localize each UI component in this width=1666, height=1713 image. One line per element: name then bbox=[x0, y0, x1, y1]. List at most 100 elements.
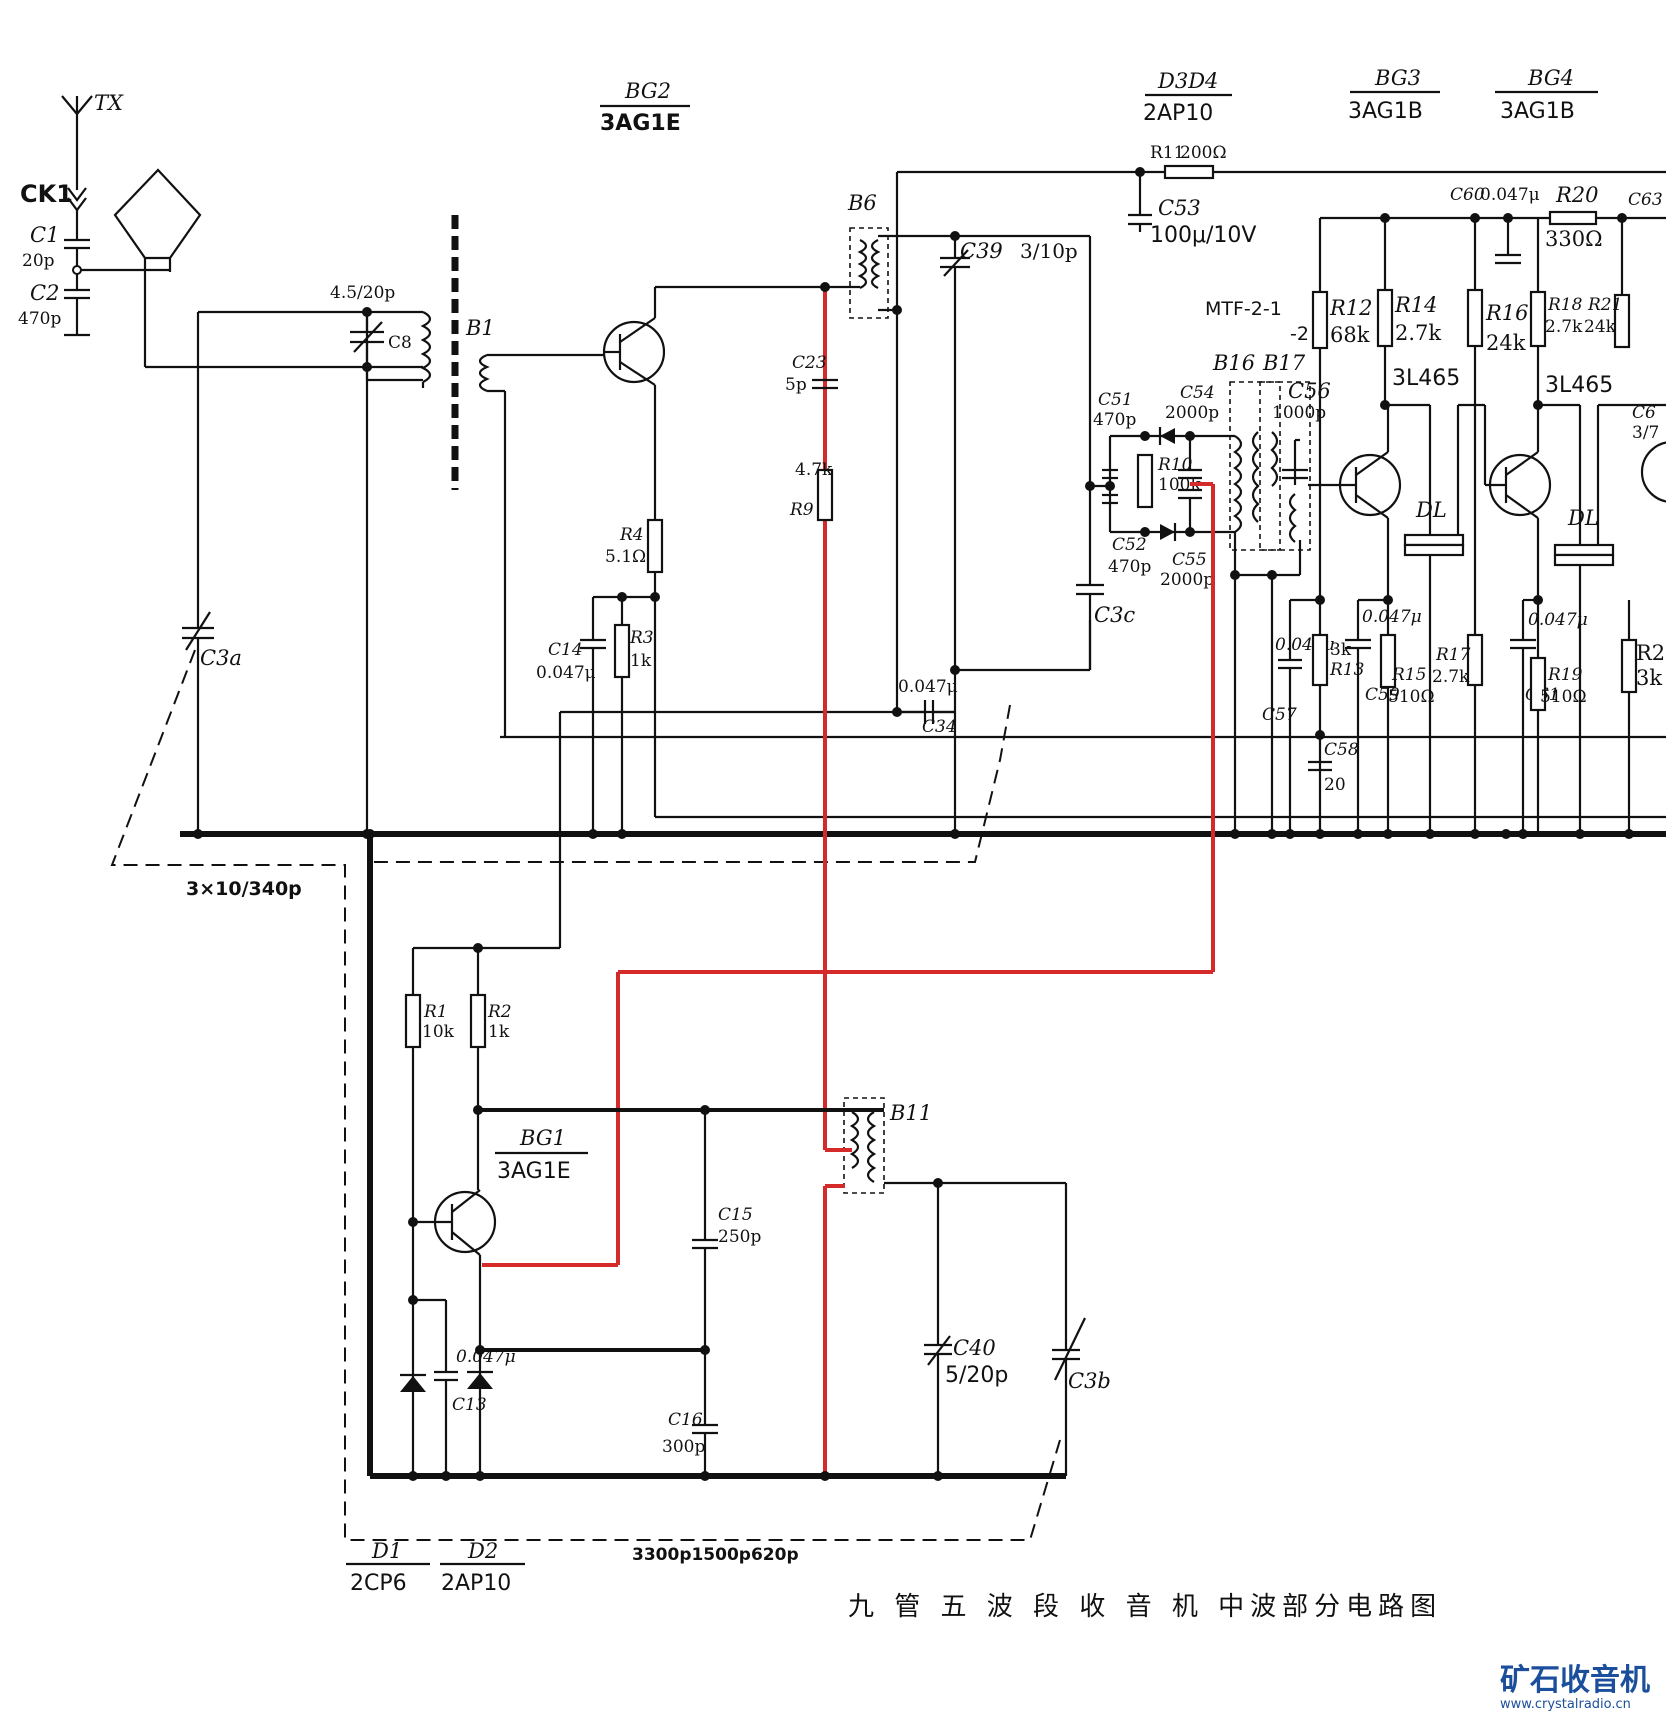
bg3-label: BG3 bbox=[1374, 66, 1421, 90]
coil-b6 bbox=[857, 239, 881, 289]
gang-value: 3×10/340p bbox=[186, 878, 302, 900]
c40-value: 5/20p bbox=[945, 1363, 1008, 1388]
b6-shield bbox=[849, 227, 889, 319]
r18-label: R18 bbox=[1547, 295, 1583, 315]
c3c-label: C3c bbox=[1094, 603, 1135, 627]
junction-dot bbox=[1383, 829, 1393, 839]
junction-dot bbox=[700, 1105, 710, 1115]
junction-dot bbox=[588, 829, 598, 839]
junction-dot bbox=[1575, 829, 1585, 839]
junction-dot bbox=[1140, 431, 1150, 441]
mtf-label: MTF-2-1 bbox=[1205, 298, 1282, 320]
trimmer-c39 bbox=[940, 236, 970, 670]
capacitor-c56 bbox=[1282, 468, 1308, 480]
r1-label: R1 bbox=[423, 1002, 448, 1022]
r3-value: 1k bbox=[630, 651, 652, 671]
r14-label: R14 bbox=[1394, 293, 1438, 317]
capacitor-c58 bbox=[1308, 760, 1332, 772]
d1-label: D1 bbox=[371, 1539, 402, 1563]
c52-label: C52 bbox=[1112, 535, 1147, 555]
c56-value: 1000p bbox=[1272, 403, 1326, 423]
capacitor-c55 bbox=[1178, 488, 1202, 500]
junction-dot bbox=[1085, 481, 1095, 491]
junction-dot bbox=[700, 1471, 710, 1481]
c56-label: C56 bbox=[1288, 379, 1331, 403]
c16-value: 300p bbox=[662, 1437, 705, 1457]
bg2-label: BG2 bbox=[624, 79, 671, 103]
trimmer-c8 bbox=[350, 312, 423, 382]
junction-dot bbox=[892, 707, 902, 717]
r12-label: R12 bbox=[1329, 296, 1373, 320]
junction-dot bbox=[1353, 829, 1363, 839]
junction-dot bbox=[362, 307, 372, 317]
r20-label: R20 bbox=[1555, 183, 1599, 207]
bg3-part: 3AG1B bbox=[1348, 99, 1423, 124]
ceramic-filter-dl1 bbox=[1403, 533, 1465, 557]
d1-part: 2CP6 bbox=[350, 1571, 407, 1596]
watermark-name: 矿石收音机 bbox=[1500, 1663, 1650, 1698]
r11-label: R11 bbox=[1150, 143, 1184, 163]
junction-dot bbox=[1470, 829, 1480, 839]
capacitor-c13 bbox=[434, 1300, 458, 1476]
r10-label: R10 bbox=[1157, 455, 1193, 475]
coil-b16 bbox=[1233, 431, 1260, 533]
jack-ck1-label: CK1 bbox=[20, 180, 73, 208]
c2-value: 470p bbox=[18, 309, 61, 329]
capacitor-c57 bbox=[1278, 658, 1302, 670]
transistor-bg1 bbox=[413, 1189, 497, 1256]
junction-dot bbox=[933, 1471, 943, 1481]
junction-dot bbox=[193, 829, 203, 839]
c53-label: C53 bbox=[1158, 196, 1201, 220]
junction-dot bbox=[950, 665, 960, 675]
c53-value: 100μ/10V bbox=[1150, 223, 1256, 248]
bg1-label: BG1 bbox=[519, 1126, 566, 1150]
c2-label: C2 bbox=[30, 281, 59, 305]
dl1-label: DL bbox=[1415, 498, 1447, 522]
junction-dot bbox=[441, 1471, 451, 1481]
junction-dot bbox=[1315, 595, 1325, 605]
r17-value: 2.7k bbox=[1432, 667, 1470, 687]
r21-value: 24k bbox=[1584, 317, 1617, 337]
junction-dot bbox=[1185, 527, 1195, 537]
junction-dot bbox=[408, 1471, 418, 1481]
junction-dot bbox=[1470, 213, 1480, 223]
capacitor-c53 bbox=[1128, 213, 1152, 232]
c57-label: C57 bbox=[1262, 705, 1297, 725]
c34-label: C34 bbox=[922, 717, 957, 737]
junction-dot bbox=[1503, 213, 1513, 223]
coil-b1-secondary bbox=[478, 353, 605, 737]
resistor-r9 bbox=[816, 468, 834, 522]
c13-label: C13 bbox=[452, 1395, 487, 1415]
junction-dot bbox=[892, 305, 902, 315]
c40-label: C40 bbox=[953, 1336, 996, 1360]
transistor-bg2 bbox=[602, 317, 666, 386]
r19-value: 510Ω bbox=[1540, 687, 1587, 707]
transistor-bg5-partial bbox=[1640, 441, 1666, 503]
c63-label: C63 bbox=[1628, 190, 1663, 210]
resistor-r3 bbox=[613, 623, 631, 834]
r21-label: R21 bbox=[1587, 295, 1622, 315]
junction-dot bbox=[475, 1345, 485, 1355]
c3a-label: C3a bbox=[200, 646, 242, 670]
c55-value: 2000p bbox=[1160, 570, 1214, 590]
diagram-caption: 九 管 五 波 段 收 音 机 中波部分电路图 bbox=[848, 1592, 1442, 1622]
padder-values: 3300p1500p620p bbox=[632, 1545, 799, 1565]
r15-value: 510Ω bbox=[1388, 687, 1435, 707]
resistor-r18 bbox=[1529, 290, 1547, 348]
r3-label: R3 bbox=[629, 628, 654, 648]
c34-value: 0.047μ bbox=[898, 677, 958, 697]
junction-dot bbox=[1185, 431, 1195, 441]
c15-label: C15 bbox=[718, 1205, 753, 1225]
r17-label: R17 bbox=[1435, 645, 1471, 665]
junction-dot bbox=[1533, 400, 1543, 410]
c14-label: C14 bbox=[548, 640, 583, 660]
watermark-url: www.crystalradio.cn bbox=[1500, 1697, 1631, 1712]
gang-capacitor-c3a bbox=[182, 611, 214, 834]
ceramic-filter-dl2 bbox=[1553, 543, 1615, 567]
antenna-tx-label: TX bbox=[94, 91, 124, 115]
b11-label: B11 bbox=[889, 1101, 932, 1125]
capacitor-c61 bbox=[1510, 638, 1536, 650]
c16-label: C16 bbox=[668, 1410, 703, 1430]
resistor-r21 bbox=[1613, 293, 1631, 349]
